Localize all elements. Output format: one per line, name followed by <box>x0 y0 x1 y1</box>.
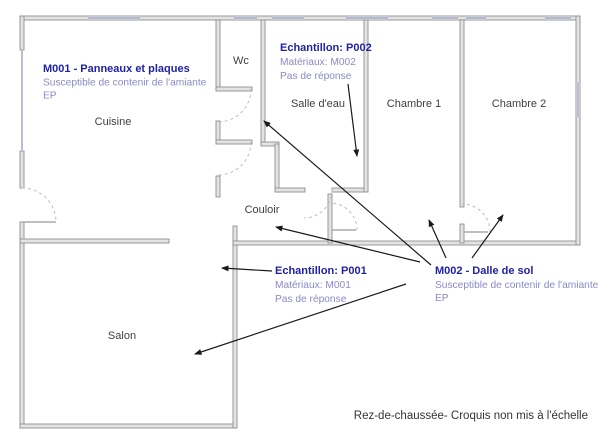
window-top-3 <box>272 16 304 20</box>
annotation-m002-line3: EP <box>435 293 449 304</box>
arrow-m002-chambre2 <box>471 214 504 259</box>
door-arc-chambre2 <box>461 203 491 233</box>
annotation-m002-line2: Susceptible de contenir de l'amiante <box>435 280 599 291</box>
window-top-2 <box>234 16 257 20</box>
annotation-p002-line3: Pas de réponse <box>280 71 352 82</box>
door-arc-vestibule <box>217 141 252 176</box>
room-label-salon: Salon <box>108 330 136 342</box>
arrow-m002-chambre1 <box>428 219 447 259</box>
wall-wc-west-a <box>215 19 221 90</box>
room-label-chambre1: Chambre 1 <box>387 98 441 110</box>
room-label-cuisine: Cuisine <box>95 116 132 128</box>
door-arc-chambre1 <box>329 202 358 231</box>
annotation-m002: M002 - Dalle de sol Susceptible de conte… <box>435 265 599 304</box>
wall-couloir-stub <box>327 193 333 244</box>
wall-left-mid <box>19 150 25 189</box>
wall-left-upper <box>19 15 25 51</box>
annotation-p002-title: Echantillon: P002 <box>280 42 372 54</box>
annotation-p002-line2: Matériaux: M002 <box>280 57 356 68</box>
annotation-m001-line3: EP <box>43 91 57 102</box>
wall-wc-south <box>215 86 253 92</box>
arrow-p002-salledeau <box>347 83 360 157</box>
wall-right-outer <box>575 15 581 246</box>
wall-salon-right <box>232 225 238 429</box>
arrow-m002-salon <box>194 283 407 355</box>
annotation-m001: M001 - Panneaux et plaques Susceptible d… <box>43 63 207 102</box>
window-top-6 <box>466 16 486 20</box>
annotation-m002-title: M002 - Dalle de sol <box>435 265 533 277</box>
annotation-p001-line2: Matériaux: M001 <box>275 280 351 291</box>
wall-chambre-divider <box>459 19 465 208</box>
door-arc-wc <box>217 88 252 123</box>
wall-salledeau-south-b <box>331 187 369 193</box>
room-label-chambre2: Chambre 2 <box>492 98 546 110</box>
wall-salledeau-south-a <box>274 187 306 193</box>
annotation-p002: Echantillon: P002 Matériaux: M002 Pas de… <box>280 42 372 82</box>
room-labels: Cuisine Wc Salle d'eau Chambre 1 Chambre… <box>95 55 547 342</box>
room-label-salle-deau: Salle d'eau <box>291 98 345 110</box>
arrow-p001-salon <box>221 265 273 272</box>
floor-caption: Rez-de-chaussée- Croquis non mis à l'éch… <box>354 410 588 422</box>
window-top-4 <box>346 16 388 20</box>
wall-salledeau-east <box>363 19 369 193</box>
wall-wc-east <box>260 19 266 145</box>
room-label-couloir: Couloir <box>245 204 280 216</box>
annotation-p001-line3: Pas de réponse <box>275 294 347 305</box>
window-top-5 <box>432 16 458 20</box>
annotation-m001-title: M001 - Panneaux et plaques <box>43 63 190 75</box>
windows <box>20 16 580 151</box>
window-left <box>20 50 24 151</box>
annotation-p001-title: Echantillon: P001 <box>275 265 367 277</box>
arrow-m002-vestibule <box>263 120 432 266</box>
annotation-m001-line2: Susceptible de contenir de l'amiante <box>43 78 207 89</box>
wall-chambre-divider-stub <box>459 223 465 244</box>
annotation-p001: Echantillon: P001 Matériaux: M001 Pas de… <box>275 265 367 305</box>
window-top-7 <box>545 16 571 20</box>
window-right <box>576 82 580 117</box>
wall-salledeau-west-lower <box>274 143 280 193</box>
wall-wc-west-c <box>215 175 221 198</box>
wall-vestibule-divider <box>215 139 253 145</box>
room-label-wc: Wc <box>233 55 249 67</box>
doors <box>21 88 491 233</box>
wall-salon-bottom <box>19 423 238 429</box>
annotation-arrows <box>194 83 504 355</box>
arrow-m002-couloir <box>275 225 421 263</box>
window-top-1 <box>88 16 140 20</box>
wall-left-lower <box>19 221 25 429</box>
wall-cuisine-salon <box>19 238 170 244</box>
door-arc-entree <box>21 187 57 223</box>
